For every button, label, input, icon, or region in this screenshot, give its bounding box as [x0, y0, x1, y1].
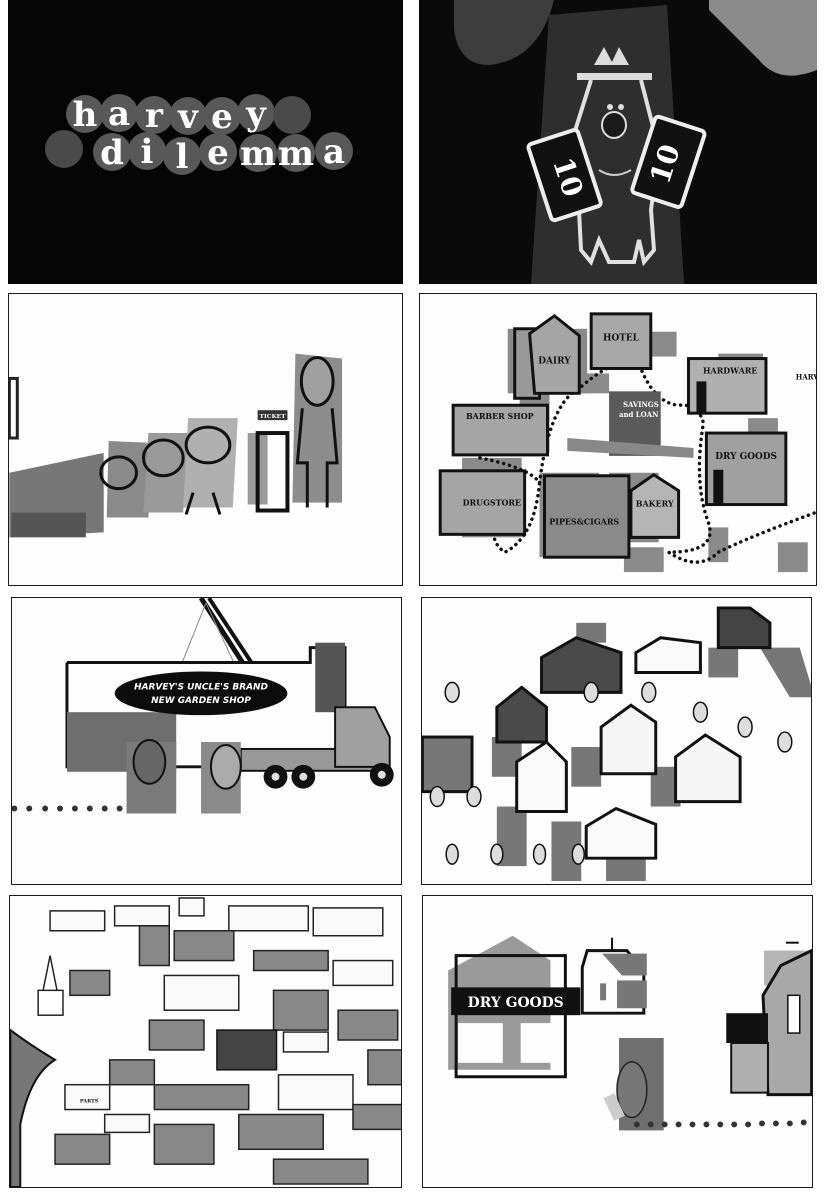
- panel-dry-goods-walk: DRY GOODS: [422, 895, 813, 1188]
- svg-text:v: v: [177, 97, 199, 137]
- svg-text:d: d: [100, 133, 124, 173]
- town-map-art: DAIRY HOTEL HARDWARE HARV BARBER SHOP SA…: [438, 312, 816, 573]
- svg-text:r: r: [145, 96, 164, 136]
- character-money-art: 10 10: [419, 0, 817, 284]
- panel-queue-counter: TICKET: [8, 293, 403, 586]
- panel-crowd-houses: [421, 597, 812, 885]
- title-letter: h: [73, 95, 98, 135]
- svg-text:y: y: [245, 94, 267, 134]
- svg-text:e: e: [207, 133, 229, 173]
- dry-goods-sign: [451, 987, 581, 1016]
- label-barber-shop: BARBER SHOP: [466, 412, 534, 421]
- garden-shop-art: HARVEY'S UNCLE'S BRAND NEW GARDEN SHOP: [12, 598, 394, 814]
- label-savings: SAVINGS: [623, 400, 659, 409]
- industrial-town-art: PARTS: [10, 897, 401, 1187]
- label-bakery: BAKERY: [636, 500, 674, 509]
- svg-text:a: a: [323, 132, 345, 172]
- svg-text:i: i: [141, 132, 154, 172]
- svg-text:HARVEY'S UNCLE'S BRAND: HARVEY'S UNCLE'S BRAND: [134, 682, 268, 692]
- dry-goods-walk-art: DRY GOODS: [448, 935, 812, 1131]
- svg-text:DRY GOODS: DRY GOODS: [468, 995, 564, 1011]
- svg-text:m: m: [278, 134, 314, 174]
- svg-text:m: m: [240, 134, 276, 174]
- label-harv: HARV: [796, 372, 816, 381]
- panel-garden-shop: HARVEY'S UNCLE'S BRAND NEW GARDEN SHOP: [11, 597, 402, 885]
- label-loan: and LOAN: [619, 410, 659, 419]
- panel-title-card: h a r v e y d i l e m m a: [8, 0, 403, 284]
- crowd-houses-art: [422, 606, 811, 882]
- title-card-art: h a r v e y d i l e m m a: [8, 0, 403, 284]
- dollar-bill-right: 10: [630, 114, 707, 209]
- panel-character-money: 10 10: [419, 0, 817, 284]
- label-hotel: HOTEL: [603, 334, 640, 344]
- label-parts: PARTS: [80, 1099, 99, 1105]
- panel-industrial-town: PARTS: [9, 895, 402, 1188]
- label-dairy: DAIRY: [538, 357, 571, 367]
- ticket: [257, 410, 288, 421]
- svg-text:l: l: [176, 137, 189, 177]
- svg-text:a: a: [108, 94, 130, 134]
- label-dry-goods: DRY GOODS: [715, 452, 777, 462]
- queue-counter-art: TICKET: [9, 353, 343, 538]
- label-hardware: HARDWARE: [703, 366, 757, 375]
- svg-text:NEW GARDEN SHOP: NEW GARDEN SHOP: [151, 696, 251, 706]
- dollar-bill-left: 10: [526, 128, 603, 223]
- garden-shop-sign: [114, 671, 288, 716]
- label-drugstore: DRUGSTORE: [463, 499, 521, 508]
- label-pipes-cigars: PIPES&CIGARS: [549, 517, 619, 526]
- panel-town-map: DAIRY HOTEL HARDWARE HARV BARBER SHOP SA…: [419, 293, 817, 586]
- svg-text:e: e: [211, 97, 233, 137]
- svg-text:TICKET: TICKET: [260, 413, 287, 420]
